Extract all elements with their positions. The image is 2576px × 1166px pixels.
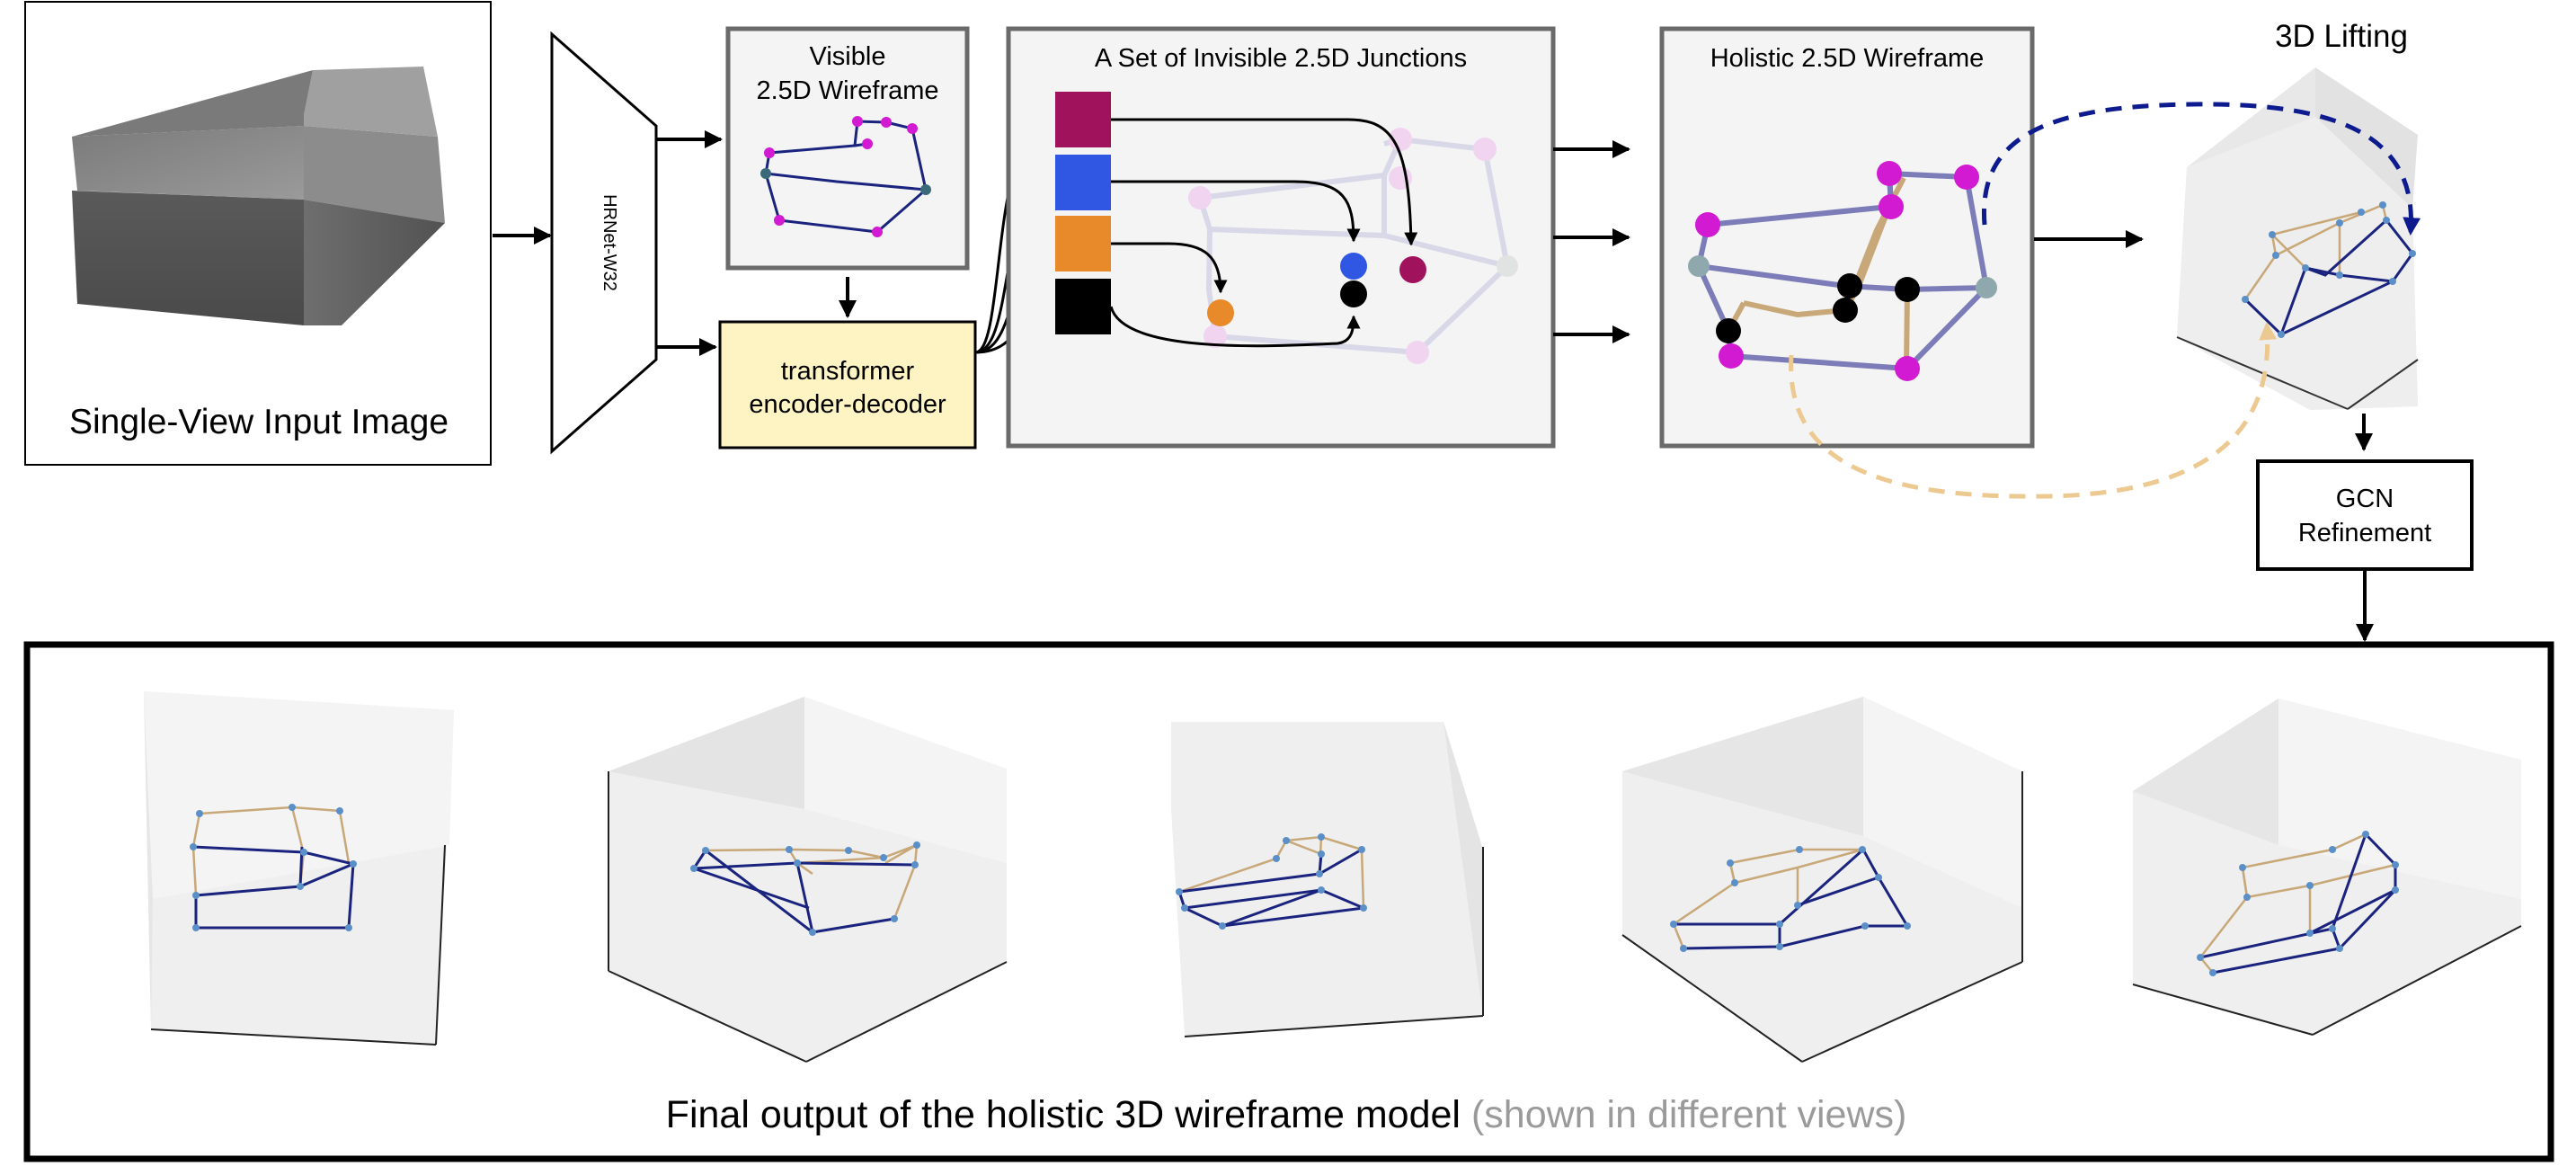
final-view-3	[1171, 722, 1484, 1037]
junction-blue	[1340, 253, 1367, 280]
gcn-label-line2: Refinement	[2298, 519, 2431, 547]
final-caption-main: Final output of the holistic 3D wirefram…	[666, 1093, 1461, 1136]
query-box-blue	[1055, 155, 1111, 210]
final-view-1	[144, 691, 454, 1046]
query-box-orange	[1055, 216, 1111, 271]
query-to-junction-arrows	[1109, 118, 1418, 348]
arrows-to-holistic	[1553, 140, 1630, 343]
gcn-label-line1: GCN	[2336, 485, 2394, 513]
final-output-panel: Final output of the holistic 3D wirefram…	[23, 641, 2554, 1162]
visible-junctions	[760, 116, 931, 237]
lifting-wireframe	[2242, 201, 2416, 338]
junction-orange	[1207, 299, 1234, 326]
final-caption-note: (shown in different views)	[1471, 1093, 1906, 1136]
visible-title-line2: 2.5D Wireframe	[756, 76, 938, 105]
holistic-title: Holistic 2.5D Wireframe	[1710, 44, 1985, 73]
transformer-box: transformer encoder-decoder	[718, 320, 977, 449]
junction-crimson	[1399, 256, 1426, 283]
input-building-render	[72, 67, 445, 325]
query-box-crimson	[1055, 92, 1111, 147]
query-box-black	[1055, 279, 1111, 334]
transformer-label-line2: encoder-decoder	[749, 390, 946, 419]
lifting-section: 3D Lifting	[1789, 19, 2421, 499]
lifting-dashed-arrow-tan	[1789, 322, 2278, 499]
final-view-4	[1621, 697, 2023, 1063]
input-image-panel: Single-View Input Image	[24, 1, 492, 466]
lifting-title: 3D Lifting	[2275, 19, 2408, 54]
lifting-3d-box	[2176, 67, 2419, 410]
invisible-junctions-panel: A Set of Invisible 2.5D Junctions	[1006, 26, 1556, 449]
visible-title-line1: Visible	[810, 42, 886, 71]
gcn-refinement-box: GCN Refinement	[2256, 459, 2474, 571]
lifting-dashed-arrow-blue	[1981, 102, 2421, 236]
final-view-5	[2132, 699, 2522, 1036]
junctions-title: A Set of Invisible 2.5D Junctions	[1095, 44, 1467, 73]
junction-black	[1340, 280, 1367, 307]
holistic-junctions	[1688, 161, 1997, 381]
transformer-label-line1: transformer	[781, 357, 915, 386]
visible-wireframe-panel: Visible 2.5D Wireframe	[725, 26, 970, 271]
holistic-wireframe-panel: Holistic 2.5D Wireframe	[1659, 26, 2035, 449]
final-caption: Final output of the holistic 3D wirefram…	[666, 1093, 1907, 1136]
input-caption: Single-View Input Image	[69, 403, 449, 441]
backbone-trapezoid: HRNet-W32	[550, 31, 658, 455]
backbone-label: HRNet-W32	[600, 194, 619, 291]
final-view-2	[608, 697, 1008, 1063]
